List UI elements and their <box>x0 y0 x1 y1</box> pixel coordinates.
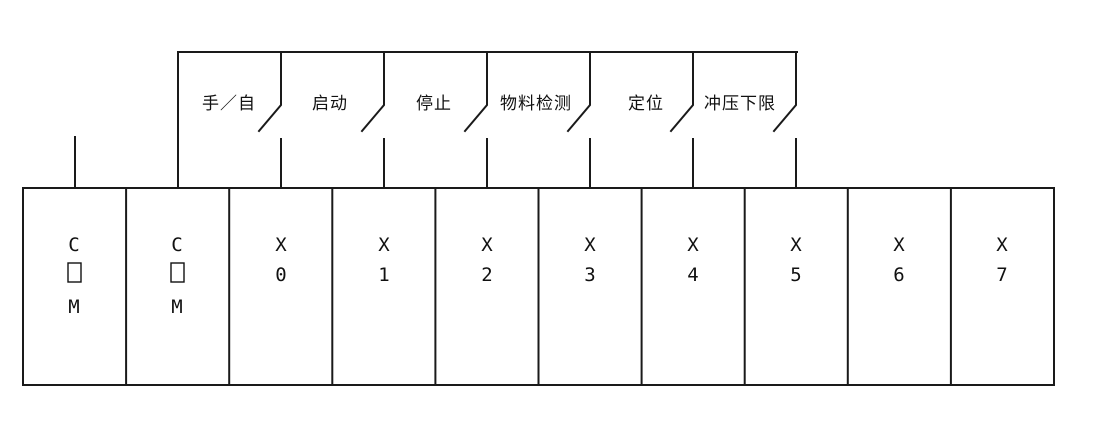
terminal-x3-line2: 3 <box>584 264 595 286</box>
terminal-com-2-line3: M <box>171 296 182 318</box>
switch-group-5[interactable]: 冲压下限 <box>704 51 797 189</box>
terminal-block <box>22 187 1055 386</box>
terminal-x1-line1: X <box>378 234 390 256</box>
terminal-x4-line2: 4 <box>687 264 698 286</box>
switch-blade-0 <box>257 51 282 133</box>
terminal-x1-line2: 1 <box>378 264 389 286</box>
switch-group-4[interactable]: 定位 <box>628 51 694 189</box>
terminal-com-1-line1: C <box>68 234 79 256</box>
switch-group-3[interactable]: 物料检测 <box>500 51 591 189</box>
terminal-x1[interactable]: X 1 <box>378 234 390 286</box>
switch-label-1: 启动 <box>312 94 348 114</box>
switch-label-3: 物料检测 <box>500 94 572 114</box>
terminal-x2-line2: 2 <box>481 264 492 286</box>
terminal-x2[interactable]: X 2 <box>481 234 493 286</box>
terminal-x3-line1: X <box>584 234 596 256</box>
terminal-x3[interactable]: X 3 <box>584 234 596 286</box>
terminal-com-1-line2-glyph <box>67 262 82 283</box>
switch-group-0[interactable]: 手／自 <box>202 51 282 189</box>
switch-group-2[interactable]: 停止 <box>416 51 488 189</box>
terminal-com-2[interactable]: C M <box>170 234 185 318</box>
terminal-x2-line1: X <box>481 234 493 256</box>
switch-blade-1 <box>360 51 385 133</box>
terminal-x5-line2: 5 <box>790 264 801 286</box>
terminal-x6-line1: X <box>893 234 905 256</box>
terminal-com-1-line3: M <box>68 296 79 318</box>
terminal-x6-line2: 6 <box>893 264 904 286</box>
terminal-x4[interactable]: X 4 <box>687 234 699 286</box>
terminal-x7[interactable]: X 7 <box>996 234 1008 286</box>
terminal-x0-line1: X <box>275 234 287 256</box>
switch-label-5: 冲压下限 <box>704 94 776 114</box>
switch-group-1[interactable]: 启动 <box>312 51 385 189</box>
switch-blade-3 <box>566 51 591 133</box>
switch-label-4: 定位 <box>628 94 664 114</box>
switch-label-0: 手／自 <box>202 94 256 114</box>
terminal-x0-line2: 0 <box>275 264 286 286</box>
terminal-x4-line1: X <box>687 234 699 256</box>
switch-blade-5 <box>772 51 797 133</box>
terminal-com-2-line2-glyph <box>170 262 185 283</box>
switch-label-2: 停止 <box>416 94 452 114</box>
terminal-x7-line1: X <box>996 234 1008 256</box>
terminal-com-1[interactable]: C M <box>67 234 82 318</box>
switch-blade-2 <box>463 51 488 133</box>
terminal-x5[interactable]: X 5 <box>790 234 802 286</box>
terminal-com-2-line1: C <box>171 234 182 256</box>
terminal-x6[interactable]: X 6 <box>893 234 905 286</box>
terminal-x5-line1: X <box>790 234 802 256</box>
terminal-x7-line2: 7 <box>996 264 1007 286</box>
terminal-x0[interactable]: X 0 <box>275 234 287 286</box>
switch-blade-4 <box>669 51 694 133</box>
